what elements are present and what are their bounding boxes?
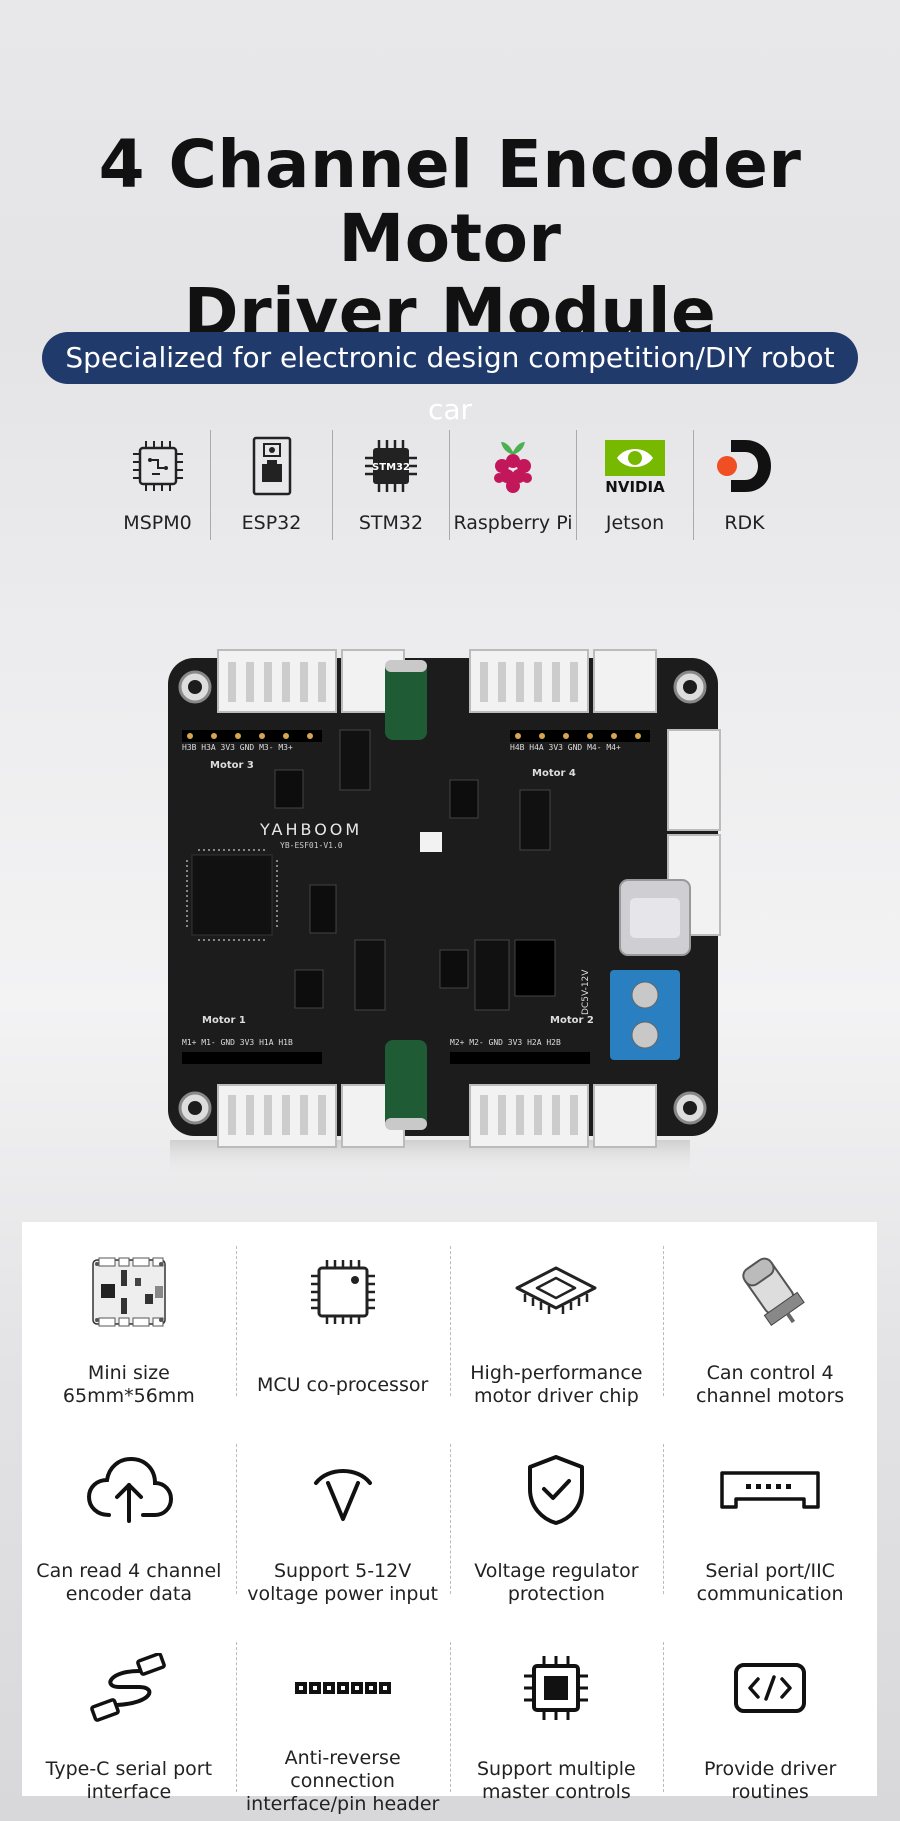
feature-mcu: MCU co-processor [235,1222,450,1420]
board-brand: YAHBOOM [259,820,362,839]
subtitle-banner: Specialized for electronic design compet… [42,332,858,426]
feature-driver-chip: High-performance motor driver chip [449,1222,664,1420]
platform-stm32: STM32 STM32 [332,430,449,540]
feature-text: Can read 4 channel encoder data [36,1560,222,1605]
bottom-right-header-label: M2+ M2- GND 3V3 H2A H2B [450,1038,561,1047]
shield-check-icon [524,1440,588,1540]
mcu-chip-icon [307,1242,379,1342]
feature-multi-master: Support multiple master controls [449,1618,664,1816]
board-model: YB-ESF01-V1.0 [280,841,343,850]
type-c-cable-icon [89,1638,169,1738]
mini-board-icon [89,1242,169,1342]
page-title: 4 Channel Encoder Motor Driver Module [98,126,802,351]
feature-text: Voltage regulator protection [474,1560,639,1605]
platform-esp32: ESP32 [210,430,332,540]
feature-type-c: Type-C serial port interface [22,1618,236,1816]
nvidia-icon: NVIDIA [597,430,673,502]
platform-rdk: RDK [693,430,795,540]
feature-text: Anti-reverse connection interface/pin he… [245,1746,440,1815]
platform-mspm0: MSPM0 [105,430,210,540]
platform-raspberry-pi: Raspberry Pi [449,430,576,540]
feature-mini-size: Mini size 65mm*56mm [22,1222,236,1420]
feature-serial-iic: Serial port/IIC communication [663,1420,877,1618]
driver-chip-icon [511,1242,601,1342]
rdk-icon [715,430,775,502]
feature-4-motors: Can control 4 channel motors [663,1222,877,1420]
feature-text: Can control 4 channel motors [696,1362,845,1407]
feature-protection: Voltage regulator protection [449,1420,664,1618]
top-right-header-label: H4B H4A 3V3 GND M4- M4+ [510,743,621,752]
top-left-header-label: H3B H3A 3V3 GND M3- M3+ [182,743,293,752]
motor-icon [730,1242,810,1342]
feature-text: MCU co-processor [256,1373,429,1396]
raspberry-pi-icon [487,430,539,502]
platform-label: Jetson [605,512,665,534]
feature-text: Serial port/IIC communication [696,1560,844,1605]
stm32-chip-icon: STM32 [361,430,421,502]
feature-text: High-performance motor driver chip [470,1362,643,1407]
product-board-image: H3B H3A 3V3 GND M3- M3+ H4B H4A 3V3 GND … [140,640,760,1180]
stm32-chip-text: STM32 [372,462,410,473]
esp32-module-icon [250,430,294,502]
feature-text: Provide driver routines [703,1758,837,1803]
voltage-icon [308,1440,378,1540]
platform-label: ESP32 [241,512,302,534]
feature-text: Support multiple master controls [477,1758,636,1803]
pcb-board: H3B H3A 3V3 GND M3- M3+ H4B H4A 3V3 GND … [168,649,721,1180]
feature-voltage: Support 5-12V voltage power input [235,1420,450,1618]
motor3-label: Motor 3 [210,760,254,771]
motor4-label: Motor 4 [532,768,576,779]
bottom-left-header-label: M1+ M1- GND 3V3 H1A H1B [182,1038,293,1047]
platform-label: Raspberry Pi [453,512,573,534]
feature-text: Support 5-12V voltage power input [247,1560,438,1605]
feature-text: Mini size 65mm*56mm [62,1362,195,1407]
code-icon [732,1638,808,1738]
feature-anti-reverse: Anti-reverse connection interface/pin he… [235,1618,450,1816]
mspm0-chip-icon [130,430,186,502]
serial-port-icon [718,1440,822,1540]
motor2-label: Motor 2 [550,1015,594,1026]
platform-label: RDK [724,512,765,534]
pcb-body [168,658,718,1136]
feature-text: Type-C serial port interface [45,1758,213,1803]
processor-icon [520,1638,592,1738]
platform-label: STM32 [358,512,424,534]
platform-label: MSPM0 [123,512,192,534]
feature-driver-routines: Provide driver routines [663,1618,877,1816]
pin-header-icon [293,1638,393,1738]
cloud-upload-icon [85,1440,173,1540]
feature-grid: Mini size 65mm*56mm MCU co-processor [22,1222,877,1815]
power-input-label: DC5V-12V [581,969,591,1015]
platform-jetson: NVIDIA Jetson [576,430,693,540]
feature-encoder: Can read 4 channel encoder data [22,1420,236,1618]
platform-list: MSPM0 ESP32 STM32 [105,430,795,540]
nvidia-logo-text: NVIDIA [605,478,665,496]
motor1-label: Motor 1 [202,1015,246,1026]
